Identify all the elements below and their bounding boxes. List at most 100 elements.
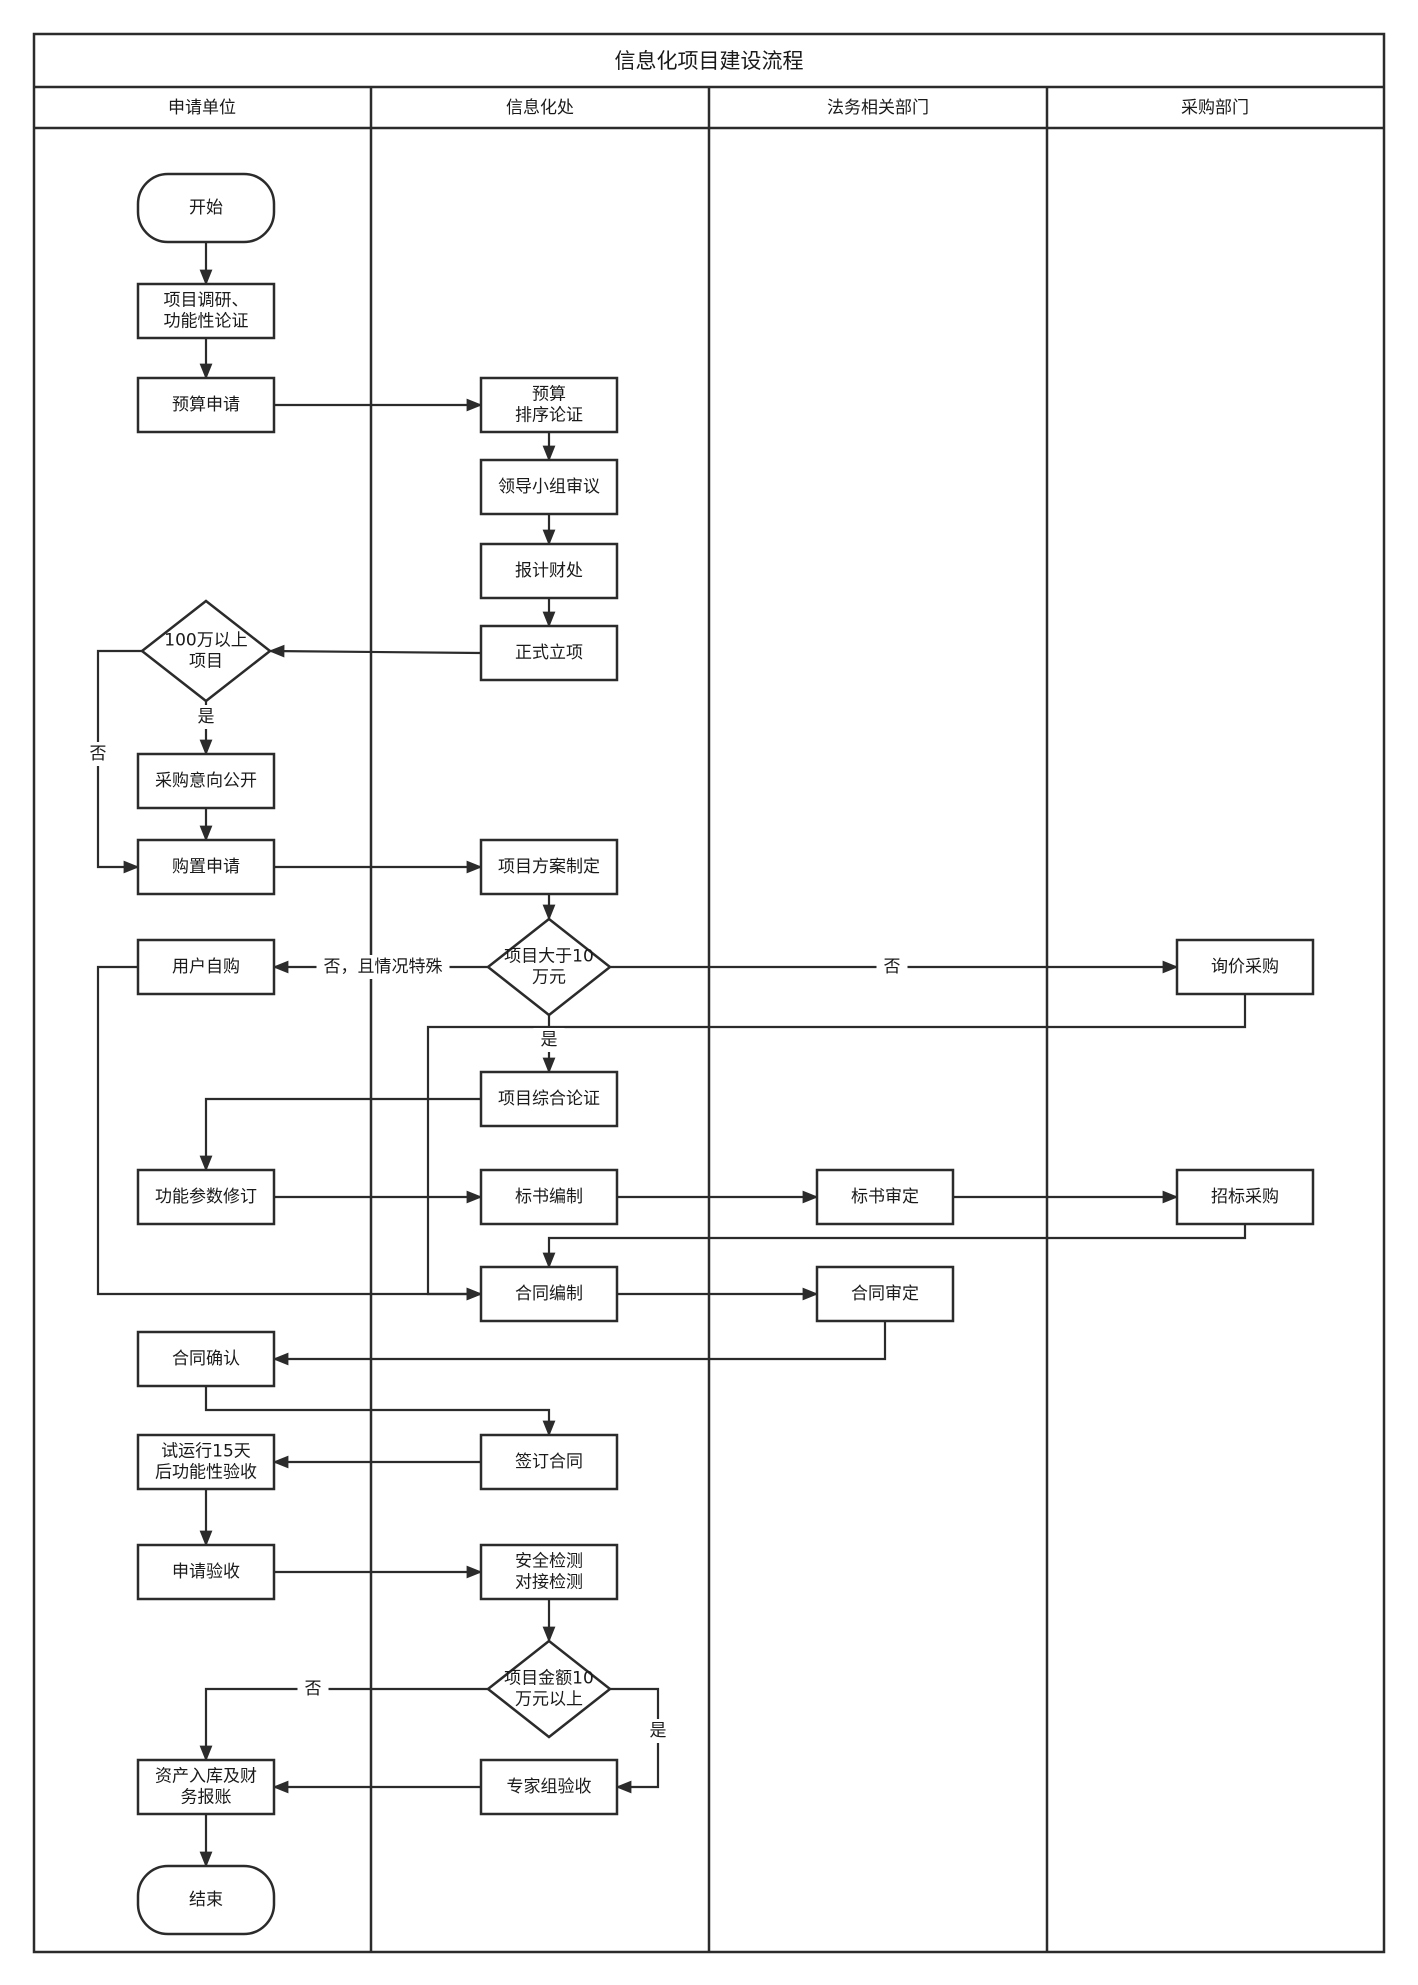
process-box	[136, 1543, 276, 1601]
process-box	[479, 624, 619, 682]
process-box	[136, 752, 276, 810]
decision-diamond	[139, 599, 273, 703]
node-bid-review: 标书审定	[815, 1168, 955, 1226]
lane-header-3: 法务相关部门	[827, 98, 929, 118]
node-leader-review: 领导小组审议	[479, 458, 619, 516]
process-box	[136, 1433, 276, 1491]
process-box	[479, 1433, 619, 1491]
process-box	[815, 1168, 955, 1226]
node-label-plan-make: 项目方案制定	[498, 857, 600, 877]
process-box	[136, 838, 276, 896]
pool-frame	[32, 32, 1386, 1954]
node-purchase-apply: 购置申请	[136, 838, 276, 896]
node-label-contract-confirm: 合同确认	[172, 1349, 240, 1369]
edge-label-bg	[297, 1677, 329, 1701]
node-contract-compile: 合同编制	[479, 1265, 619, 1323]
edge-contract-review-to-confirm	[272, 1321, 887, 1366]
edge-label-bg	[82, 742, 114, 766]
node-label-leader-review: 领导小组审议	[498, 477, 600, 497]
node-label-purchase-apply: 购置申请	[172, 857, 240, 877]
node-trial-accept: 试运行15天后功能性验收	[136, 1433, 276, 1491]
node-plan-make: 项目方案制定	[479, 838, 619, 896]
lane-header-4: 采购部门	[1181, 98, 1249, 118]
edge-formal-to-100w	[268, 644, 482, 658]
process-box	[815, 1265, 955, 1323]
node-intent-public: 采购意向公开	[136, 752, 276, 810]
node-end: 结束	[136, 1864, 276, 1936]
node-bid-compile: 标书编制	[479, 1168, 619, 1226]
process-box	[136, 1168, 276, 1226]
node-label-report-finance: 报计财处	[515, 561, 583, 581]
lane-header-1: 申请单位	[168, 98, 236, 118]
node-report-finance: 报计财处	[479, 542, 619, 600]
node-label-comprehensive: 项目综合论证	[498, 1089, 600, 1109]
edge-label-bg	[876, 955, 908, 979]
node-label-bid-compile: 标书编制	[515, 1187, 583, 1207]
terminator-shape	[136, 172, 276, 244]
edge-label-bg	[642, 1719, 674, 1743]
node-label-self-buy: 用户自购	[172, 957, 240, 977]
terminator-shape	[136, 1864, 276, 1936]
edge-label-yes: 是	[650, 1721, 667, 1741]
process-box	[479, 1758, 619, 1816]
edge-label-bg	[533, 1028, 565, 1052]
process-box	[136, 1758, 276, 1816]
decision-diamond	[485, 917, 613, 1017]
flow-nodes: 开始项目调研、功能性论证预算申请预算排序论证领导小组审议报计财处正式立项100万…	[136, 172, 1315, 1936]
node-start: 开始	[136, 172, 276, 244]
node-label-expert-accept: 专家组验收	[507, 1777, 592, 1797]
process-box	[136, 282, 276, 340]
node-label-inquiry-buy: 询价采购	[1211, 957, 1279, 977]
node-label-trial-accept: 试运行15天后功能性验收	[155, 1442, 257, 1483]
node-tender-buy: 招标采购	[1175, 1168, 1315, 1226]
process-box	[479, 458, 619, 516]
node-label-sign-contract: 签订合同	[515, 1452, 583, 1472]
node-label-contract-compile: 合同编制	[515, 1284, 583, 1304]
process-box	[479, 1265, 619, 1323]
edge-self-to-contract-compile	[96, 965, 483, 1301]
process-box	[136, 1330, 276, 1388]
node-formal-setup: 正式立项	[479, 624, 619, 682]
process-box	[479, 838, 619, 896]
node-param-revise: 功能参数修订	[136, 1168, 276, 1226]
node-label-security-test: 安全检测对接检测	[515, 1552, 583, 1593]
node-sign-contract: 签订合同	[479, 1433, 619, 1491]
edge-tender-to-contract-compile	[542, 1224, 1247, 1269]
lane-header-2: 信息化处	[506, 98, 574, 118]
node-expert-accept: 专家组验收	[479, 1758, 619, 1816]
edge-confirm-to-sign	[204, 1386, 556, 1437]
edge-amount-no-to-asset	[199, 1687, 488, 1762]
node-label-formal-setup: 正式立项	[515, 643, 583, 663]
node-label-intent-public: 采购意向公开	[155, 771, 257, 791]
edge-label-no: 否	[884, 957, 901, 977]
diagram-title: 信息化项目建设流程	[615, 49, 804, 73]
edge-label-no: 否	[305, 1679, 322, 1699]
edge-label-yes: 是	[198, 707, 215, 727]
node-label-asset-finance: 资产入库及财务报账	[155, 1767, 257, 1808]
node-inquiry-buy: 询价采购	[1175, 938, 1315, 996]
edge-comprehensive-to-param	[199, 1097, 481, 1172]
process-box	[479, 1543, 619, 1601]
node-security-test: 安全检测对接检测	[479, 1543, 619, 1601]
process-box	[136, 376, 276, 434]
process-box	[1175, 938, 1315, 996]
edge-label-no_special: 否，且情况特殊	[324, 957, 443, 977]
node-budget-apply: 预算申请	[136, 376, 276, 434]
edge-label-bg	[316, 955, 450, 979]
node-label-param-revise: 功能参数修订	[155, 1187, 257, 1207]
node-contract-confirm: 合同确认	[136, 1330, 276, 1388]
node-comprehensive: 项目综合论证	[479, 1070, 619, 1128]
node-over-100w: 100万以上项目	[139, 599, 273, 703]
node-label-start: 开始	[189, 198, 223, 218]
node-apply-accept: 申请验收	[136, 1543, 276, 1601]
node-label-budget-apply: 预算申请	[172, 395, 240, 415]
node-budget-sort: 预算排序论证	[479, 376, 619, 434]
node-label-tender-buy: 招标采购	[1211, 1187, 1279, 1207]
process-box	[479, 376, 619, 434]
process-box	[1175, 1168, 1315, 1226]
